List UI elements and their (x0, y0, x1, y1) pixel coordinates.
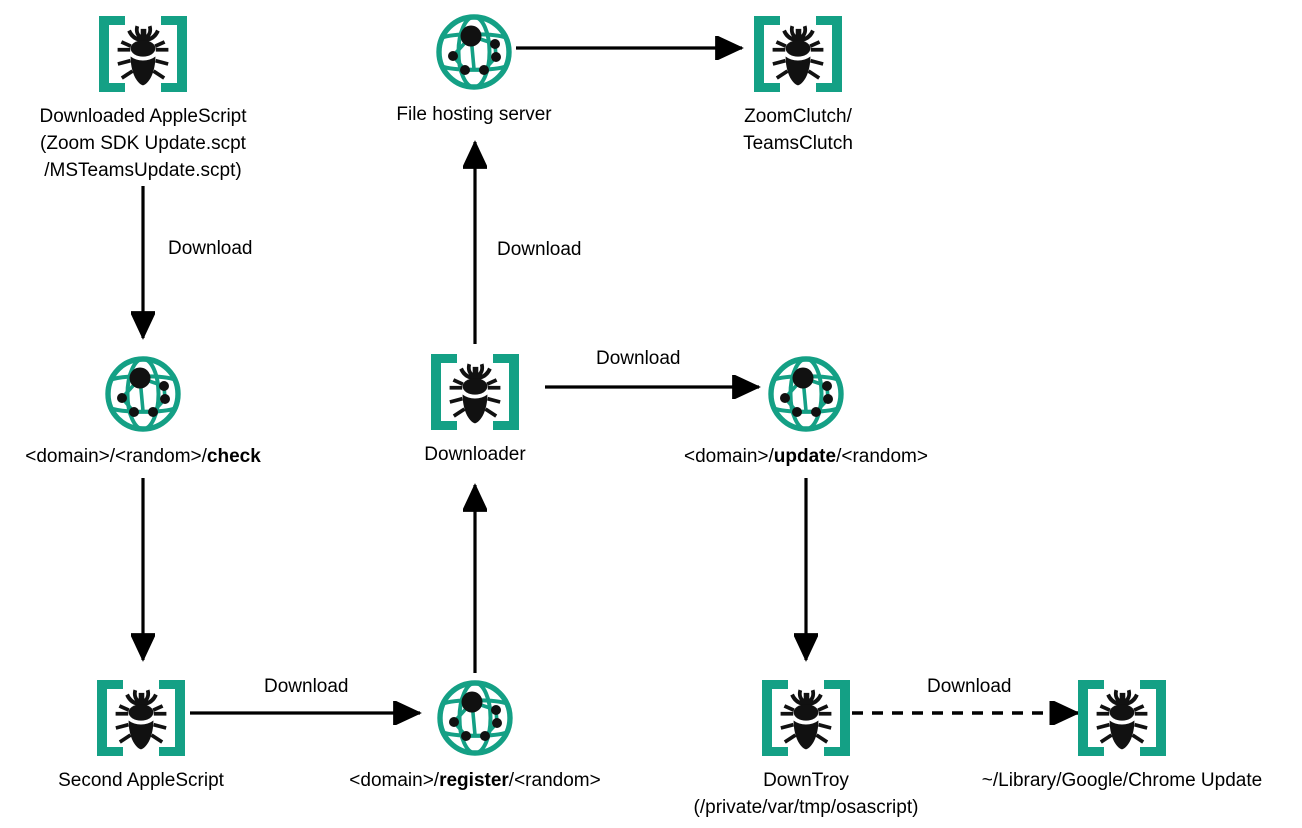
bug-icon (93, 676, 189, 760)
edge-downloader-to-server (461, 132, 489, 344)
node-caption: <domain>/<random>/check (25, 446, 261, 467)
node-caption: ~/Library/Google/Chrome Update (981, 770, 1263, 791)
node-chrome-update-path[interactable]: ~/Library/Google/Chrome Update (977, 676, 1267, 795)
edge-applescript-to-check (129, 186, 157, 348)
node-downloader[interactable]: Downloader (424, 350, 526, 469)
bug-icon (427, 350, 523, 434)
node-file-hosting-server[interactable]: File hosting server (386, 10, 562, 129)
edge-label-downloader-to-update: Download (596, 348, 681, 369)
edge-label-applescript-to-check: Download (168, 238, 253, 259)
edge-register-to-downloader (461, 475, 489, 673)
edge-downloader-to-update (545, 373, 769, 401)
edge-update-to-downtroy (792, 478, 820, 670)
node-caption: Second AppleScript (58, 770, 224, 791)
server-globe-icon (433, 676, 517, 760)
bug-icon (95, 12, 191, 96)
edge-label-downtroy-to-chrome: Download (927, 676, 1012, 697)
node-caption: File hosting server (396, 104, 552, 125)
server-globe-icon (101, 352, 185, 436)
node-caption: DownTroy(/private/var/tmp/osascript) (693, 770, 919, 818)
bug-icon (758, 676, 854, 760)
node-caption: Downloader (424, 444, 526, 465)
node-downtroy[interactable]: DownTroy(/private/var/tmp/osascript) (678, 676, 934, 822)
node-domain-random-check[interactable]: <domain>/<random>/check (15, 352, 271, 471)
edge-server-to-clutch (516, 34, 752, 62)
node-zoomclutch-teamsclutch[interactable]: ZoomClutch/TeamsClutch (710, 12, 886, 158)
edge-downtroy-to-chrome (852, 698, 1088, 728)
node-caption: Downloaded AppleScript(Zoom SDK Update.s… (39, 106, 247, 181)
node-domain-register-random[interactable]: <domain>/register/<random> (340, 676, 610, 795)
node-caption: <domain>/update/<random> (684, 446, 928, 467)
server-globe-icon (764, 352, 848, 436)
edge-second-applescript-to-register (190, 699, 430, 727)
edge-label-second-applescript-to-register: Download (264, 676, 349, 697)
bug-icon (750, 12, 846, 96)
bug-icon (1074, 676, 1170, 760)
server-globe-icon (432, 10, 516, 94)
edge-label-downloader-to-server: Download (497, 239, 582, 260)
node-caption: <domain>/register/<random> (349, 770, 601, 791)
node-second-applescript[interactable]: Second AppleScript (46, 676, 236, 795)
node-downloaded-applescript[interactable]: Downloaded AppleScript(Zoom SDK Update.s… (23, 12, 263, 185)
edge-check-to-second-applescript (129, 478, 157, 670)
node-caption: ZoomClutch/TeamsClutch (743, 106, 853, 154)
node-domain-update-random[interactable]: <domain>/update/<random> (676, 352, 936, 471)
